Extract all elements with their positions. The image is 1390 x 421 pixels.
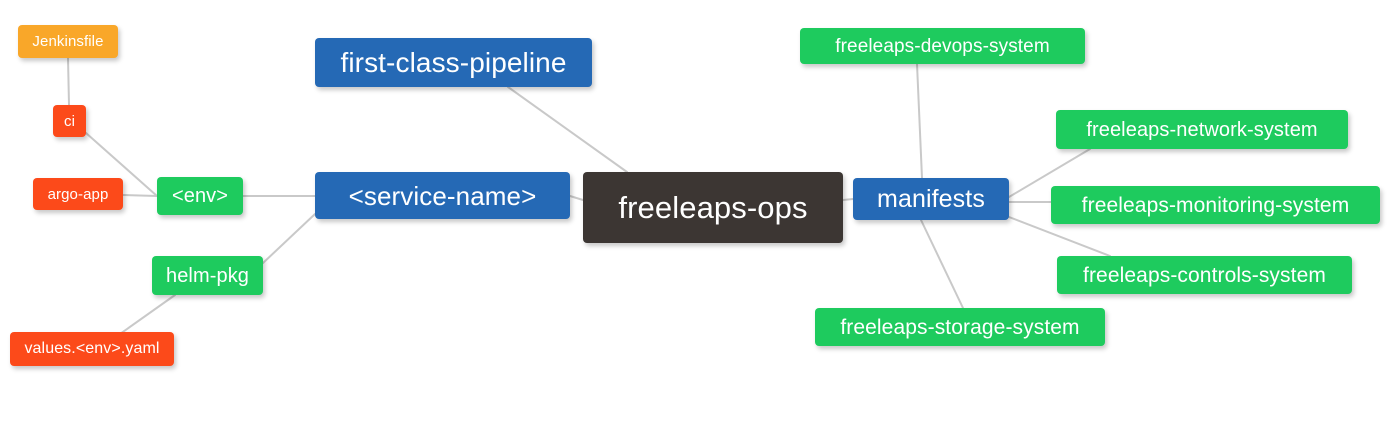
node-label-env: <env>	[171, 185, 229, 207]
node-ci[interactable]: ci	[53, 105, 86, 137]
edge-service-name-to-freeleaps-ops	[569, 195, 584, 201]
node-label-argo-app: argo-app	[47, 185, 109, 203]
node-label-freeleaps-monitoring-system: freeleaps-monitoring-system	[1081, 193, 1350, 217]
node-label-ci: ci	[63, 112, 76, 130]
node-label-values-yaml: values.<env>.yaml	[24, 340, 160, 357]
node-label-freeleaps-devops-system: freeleaps-devops-system	[835, 35, 1050, 57]
edge-helm-pkg-to-values-yaml	[119, 294, 176, 335]
node-freeleaps-ops[interactable]: freeleaps-ops	[583, 172, 843, 243]
node-argo-app[interactable]: argo-app	[33, 178, 123, 210]
node-env[interactable]: <env>	[157, 177, 243, 215]
node-label-service-name: <service-name>	[348, 180, 537, 211]
edge-jenkinsfile-to-ci	[67, 57, 70, 106]
edge-freeleaps-ops-to-manifests	[842, 198, 854, 201]
node-values-yaml[interactable]: values.<env>.yaml	[10, 332, 174, 366]
edge-first-class-pipeline-to-freeleaps-ops	[507, 86, 628, 173]
node-service-name[interactable]: <service-name>	[315, 172, 570, 219]
node-freeleaps-monitoring-system[interactable]: freeleaps-monitoring-system	[1051, 186, 1380, 224]
node-label-freeleaps-storage-system: freeleaps-storage-system	[840, 315, 1080, 339]
edge-service-name-to-helm-pkg	[262, 213, 316, 264]
node-manifests[interactable]: manifests	[853, 178, 1009, 220]
node-helm-pkg[interactable]: helm-pkg	[152, 256, 263, 295]
node-label-first-class-pipeline: first-class-pipeline	[340, 46, 567, 78]
node-first-class-pipeline[interactable]: first-class-pipeline	[315, 38, 592, 87]
node-label-freeleaps-network-system: freeleaps-network-system	[1086, 118, 1318, 141]
edge-argo-app-to-env	[122, 194, 158, 197]
node-freeleaps-controls-system[interactable]: freeleaps-controls-system	[1057, 256, 1352, 294]
edge-manifests-to-freeleaps-devops-system	[916, 63, 923, 179]
node-label-jenkinsfile: Jenkinsfile	[32, 33, 104, 50]
node-freeleaps-devops-system[interactable]: freeleaps-devops-system	[800, 28, 1085, 64]
node-freeleaps-storage-system[interactable]: freeleaps-storage-system	[815, 308, 1105, 346]
node-label-helm-pkg: helm-pkg	[165, 264, 250, 287]
node-label-freeleaps-ops: freeleaps-ops	[618, 190, 808, 225]
node-label-manifests: manifests	[877, 184, 985, 213]
node-label-freeleaps-controls-system: freeleaps-controls-system	[1083, 263, 1326, 287]
node-jenkinsfile[interactable]: Jenkinsfile	[18, 25, 118, 58]
node-freeleaps-network-system[interactable]: freeleaps-network-system	[1056, 110, 1348, 149]
edge-manifests-to-freeleaps-storage-system	[920, 219, 964, 309]
